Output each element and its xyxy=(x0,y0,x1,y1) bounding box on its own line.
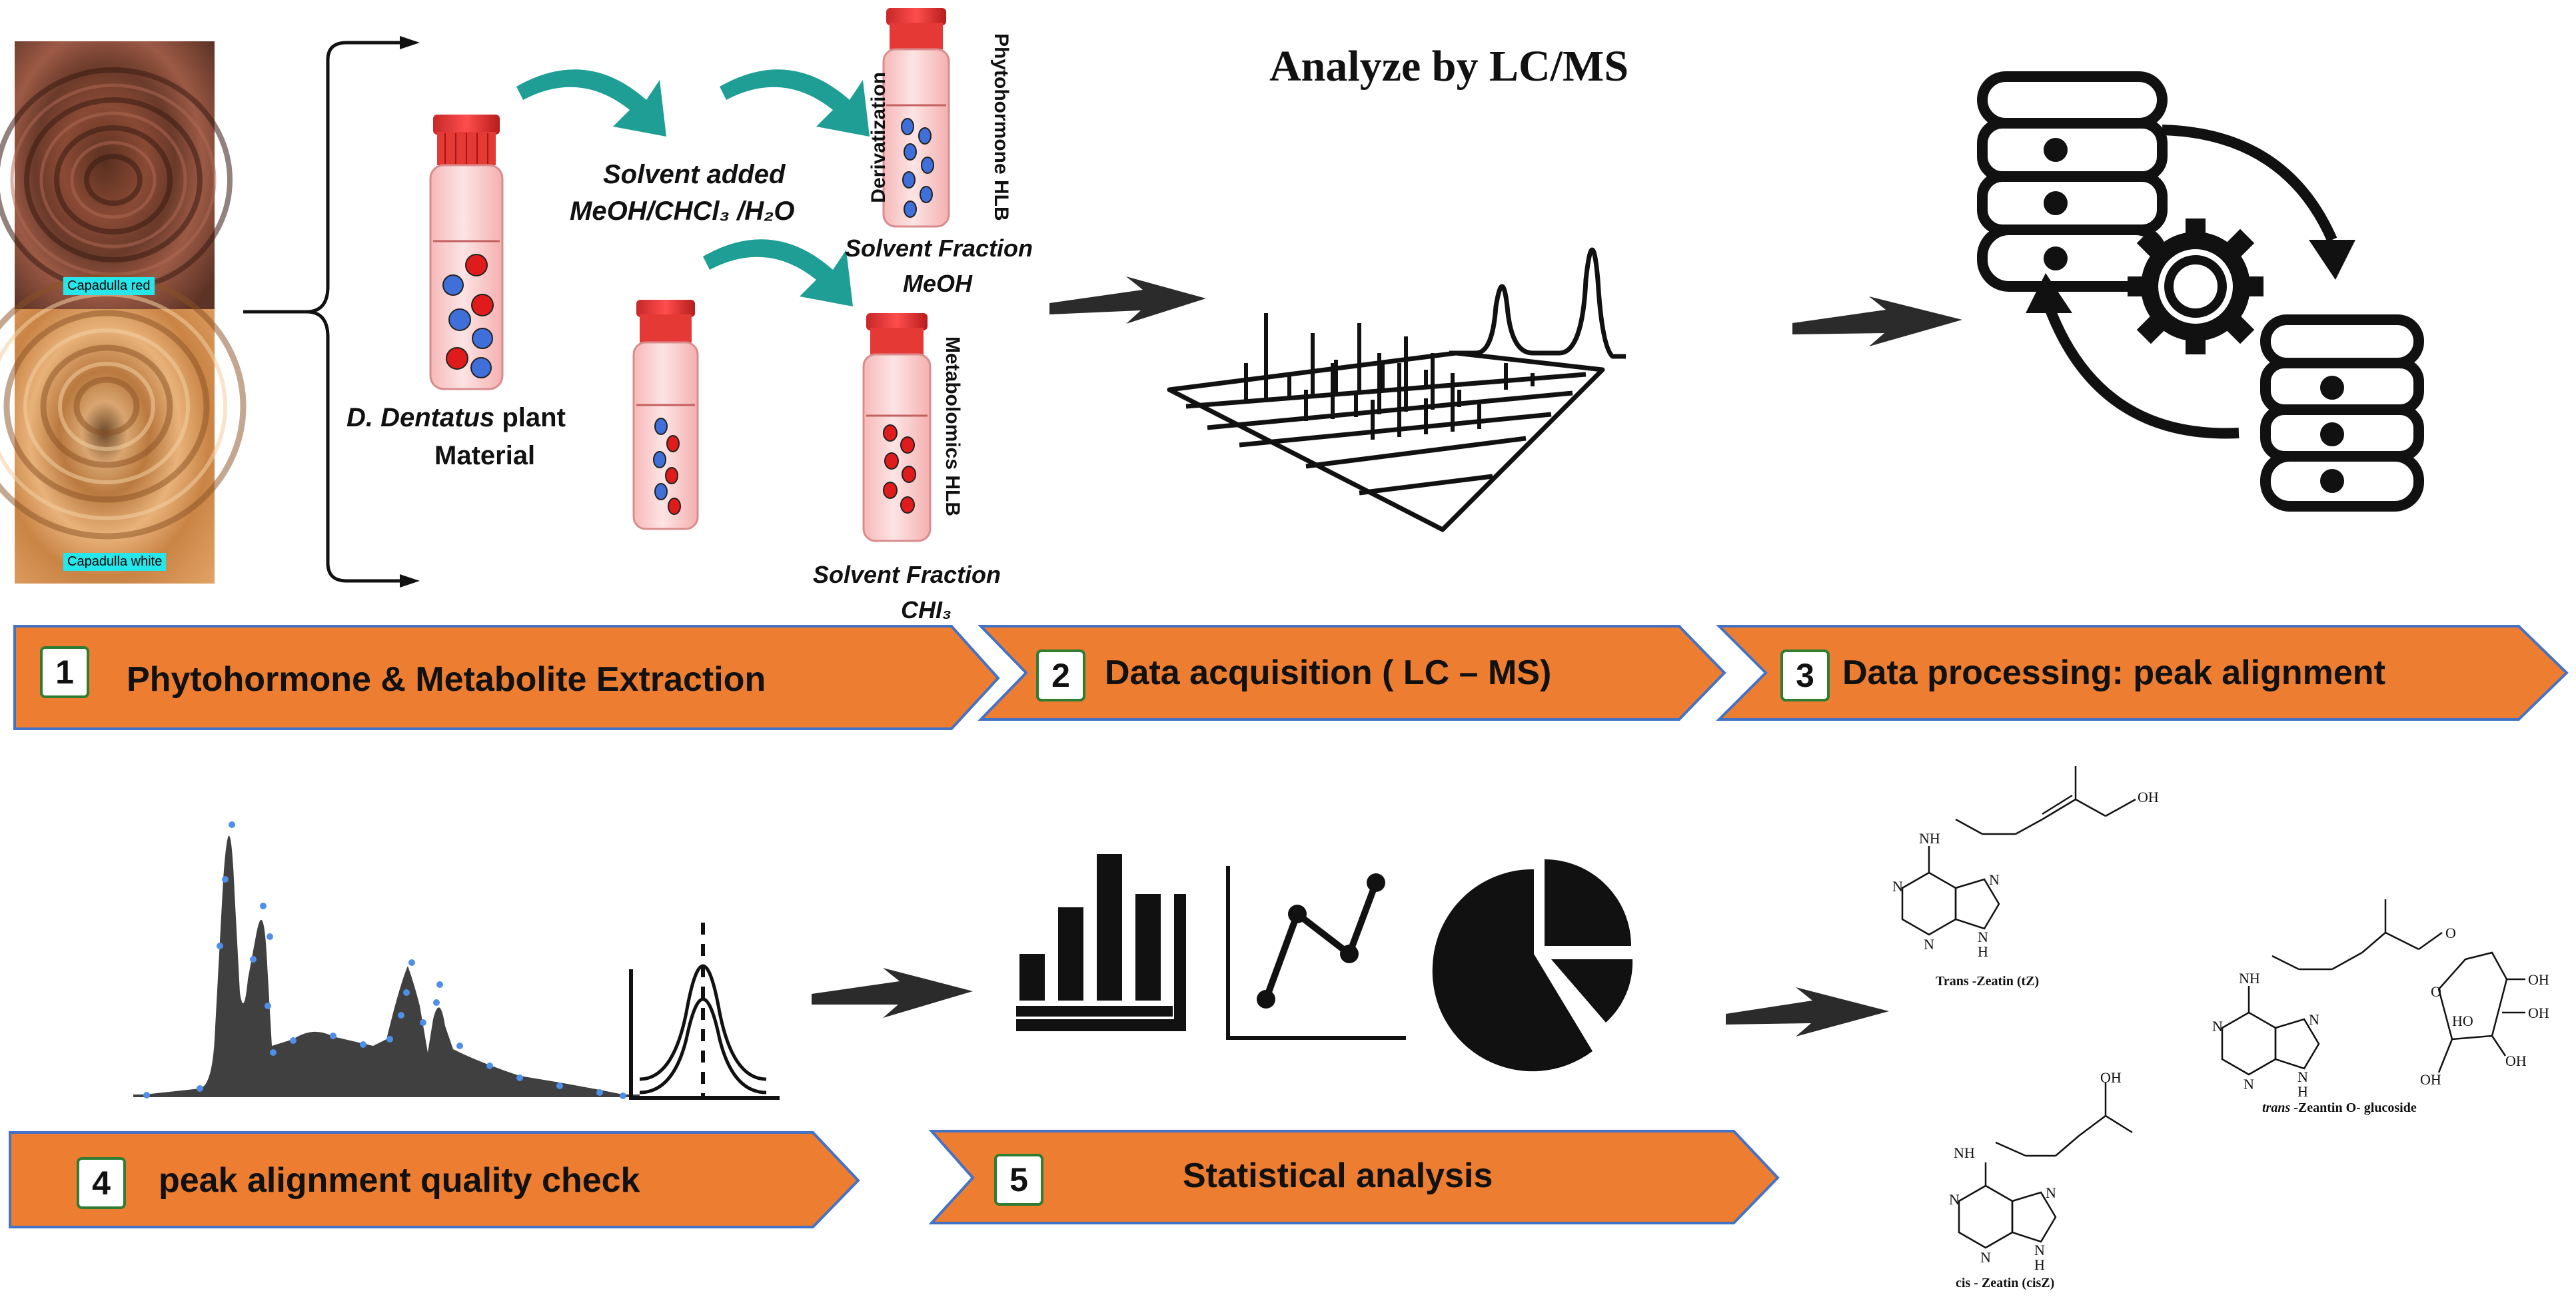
tz-n7: N xyxy=(1989,871,2000,888)
database-icon xyxy=(2260,314,2424,512)
phytohormone-hlb-label: Phytohormone HLB xyxy=(990,33,1012,221)
photo-label-red: Capadulla red xyxy=(63,277,155,295)
cisz-n3: N xyxy=(1980,1249,1991,1266)
cisz-h: H xyxy=(2034,1256,2045,1273)
glucoside-caption: trans -Zeantin O- glucoside xyxy=(2262,1100,2417,1115)
step-3-label: Data processing: peak alignment xyxy=(1842,653,2385,692)
bar-chart-icon xyxy=(1016,854,1186,1031)
step-banner-2 xyxy=(977,625,1726,721)
step-5-label: Statistical analysis xyxy=(1183,1156,1493,1195)
solvent-formula-label: MeOH/CHCl₃ /H₂O xyxy=(570,197,795,226)
trans-zeatin-structure xyxy=(1901,766,2136,936)
vial-icon xyxy=(429,115,504,390)
glu-n7: N xyxy=(2309,1011,2319,1028)
solvent-fraction-meoh-label: Solvent Fraction xyxy=(845,234,1033,262)
trans-zeatin-glucoside-structure xyxy=(2221,899,2525,1076)
chromatogram-icon xyxy=(1167,247,1626,532)
refresh-arrows-icon xyxy=(2044,125,2337,439)
cisz-n9: N xyxy=(2034,1242,2045,1258)
glu-oh2: OH xyxy=(2528,1005,2549,1021)
solvent-added-label: Solvent added xyxy=(603,160,786,189)
solvent-fraction-meoh-line2: MeOH xyxy=(903,270,973,297)
metabolomics-hlb-label: Metabolomics HLB xyxy=(942,336,964,517)
glu-n3: N xyxy=(2244,1076,2254,1092)
gaussian-peaks-icon xyxy=(629,923,780,1100)
cisz-n1: N xyxy=(1949,1191,1960,1208)
cisz-n7: N xyxy=(2046,1184,2056,1201)
plant-material-label: D. Dentatus plant xyxy=(346,403,566,432)
plant-material-line2: Material xyxy=(434,441,536,470)
step-banner-4 xyxy=(9,1131,860,1228)
gear-icon xyxy=(2128,218,2263,354)
derivatization-label: Derivatization xyxy=(868,72,890,203)
database-icon xyxy=(1977,71,2168,292)
step-3-number: 3 xyxy=(1780,650,1830,701)
tz-oh: OH xyxy=(2138,789,2159,805)
vial-icon xyxy=(862,313,932,542)
solvent-fraction-chi-label: Solvent Fraction xyxy=(813,561,1001,588)
tz-h: H xyxy=(1978,943,1988,960)
step-4-label: peak alignment quality check xyxy=(159,1161,640,1200)
glu-oh4: OH xyxy=(2420,1071,2441,1088)
pie-chart-icon xyxy=(1432,859,1633,1072)
bracket-arrow-icon xyxy=(243,41,400,583)
vial-icon xyxy=(632,300,699,530)
step-banner-1 xyxy=(13,625,1000,730)
tz-caption: Trans -Zeatin (tZ) xyxy=(1936,974,2040,989)
step-5-number: 5 xyxy=(994,1154,1043,1206)
step-4-number: 4 xyxy=(77,1157,126,1209)
glu-n1: N xyxy=(2212,1018,2223,1035)
photo-label-white: Capadulla white xyxy=(63,553,167,571)
flow-arrow-icon xyxy=(812,276,1962,1037)
tz-n9: N xyxy=(1978,929,1988,945)
cisz-nh: NH xyxy=(1954,1144,1975,1161)
capadulla-white-photo xyxy=(0,273,247,584)
capadulla-red-photo xyxy=(0,41,233,309)
glu-oh1: OH xyxy=(2528,971,2549,988)
lcms-title: Analyze by LC/MS xyxy=(1269,42,1629,91)
solvent-fraction-chi-line2: CHI₃ xyxy=(901,596,952,624)
glu-nh: NH xyxy=(2239,970,2260,987)
cis-zeatin-structure xyxy=(1958,1083,2133,1249)
flow-arrow-icon xyxy=(516,69,870,306)
tz-nh: NH xyxy=(1919,830,1940,847)
step-2-number: 2 xyxy=(1036,650,1085,701)
glu-n9: N xyxy=(2297,1069,2308,1085)
step-1-number: 1 xyxy=(40,646,89,698)
cisz-oh: OH xyxy=(2100,1069,2122,1086)
step-banner-5 xyxy=(928,1130,1780,1224)
vial-icon xyxy=(882,8,950,228)
glu-oh3: OH xyxy=(2505,1053,2527,1069)
tz-n3: N xyxy=(1924,936,1934,953)
glu-o-link: O xyxy=(2445,925,2456,941)
tz-n1: N xyxy=(1892,878,1903,895)
peak-alignment-plot xyxy=(133,821,640,1099)
glu-ho1: HO xyxy=(2452,1013,2473,1029)
step-banner-3 xyxy=(1716,625,2569,721)
line-chart-icon xyxy=(1226,866,1406,1040)
step-1-label: Phytohormone & Metabolite Extraction xyxy=(127,660,766,699)
cisz-caption: cis - Zeatin (cisZ) xyxy=(1956,1276,2055,1290)
step-2-label: Data acquisition ( LC – MS) xyxy=(1105,653,1552,692)
glu-o-ring: O xyxy=(2431,983,2441,1000)
glu-h: H xyxy=(2297,1083,2308,1100)
